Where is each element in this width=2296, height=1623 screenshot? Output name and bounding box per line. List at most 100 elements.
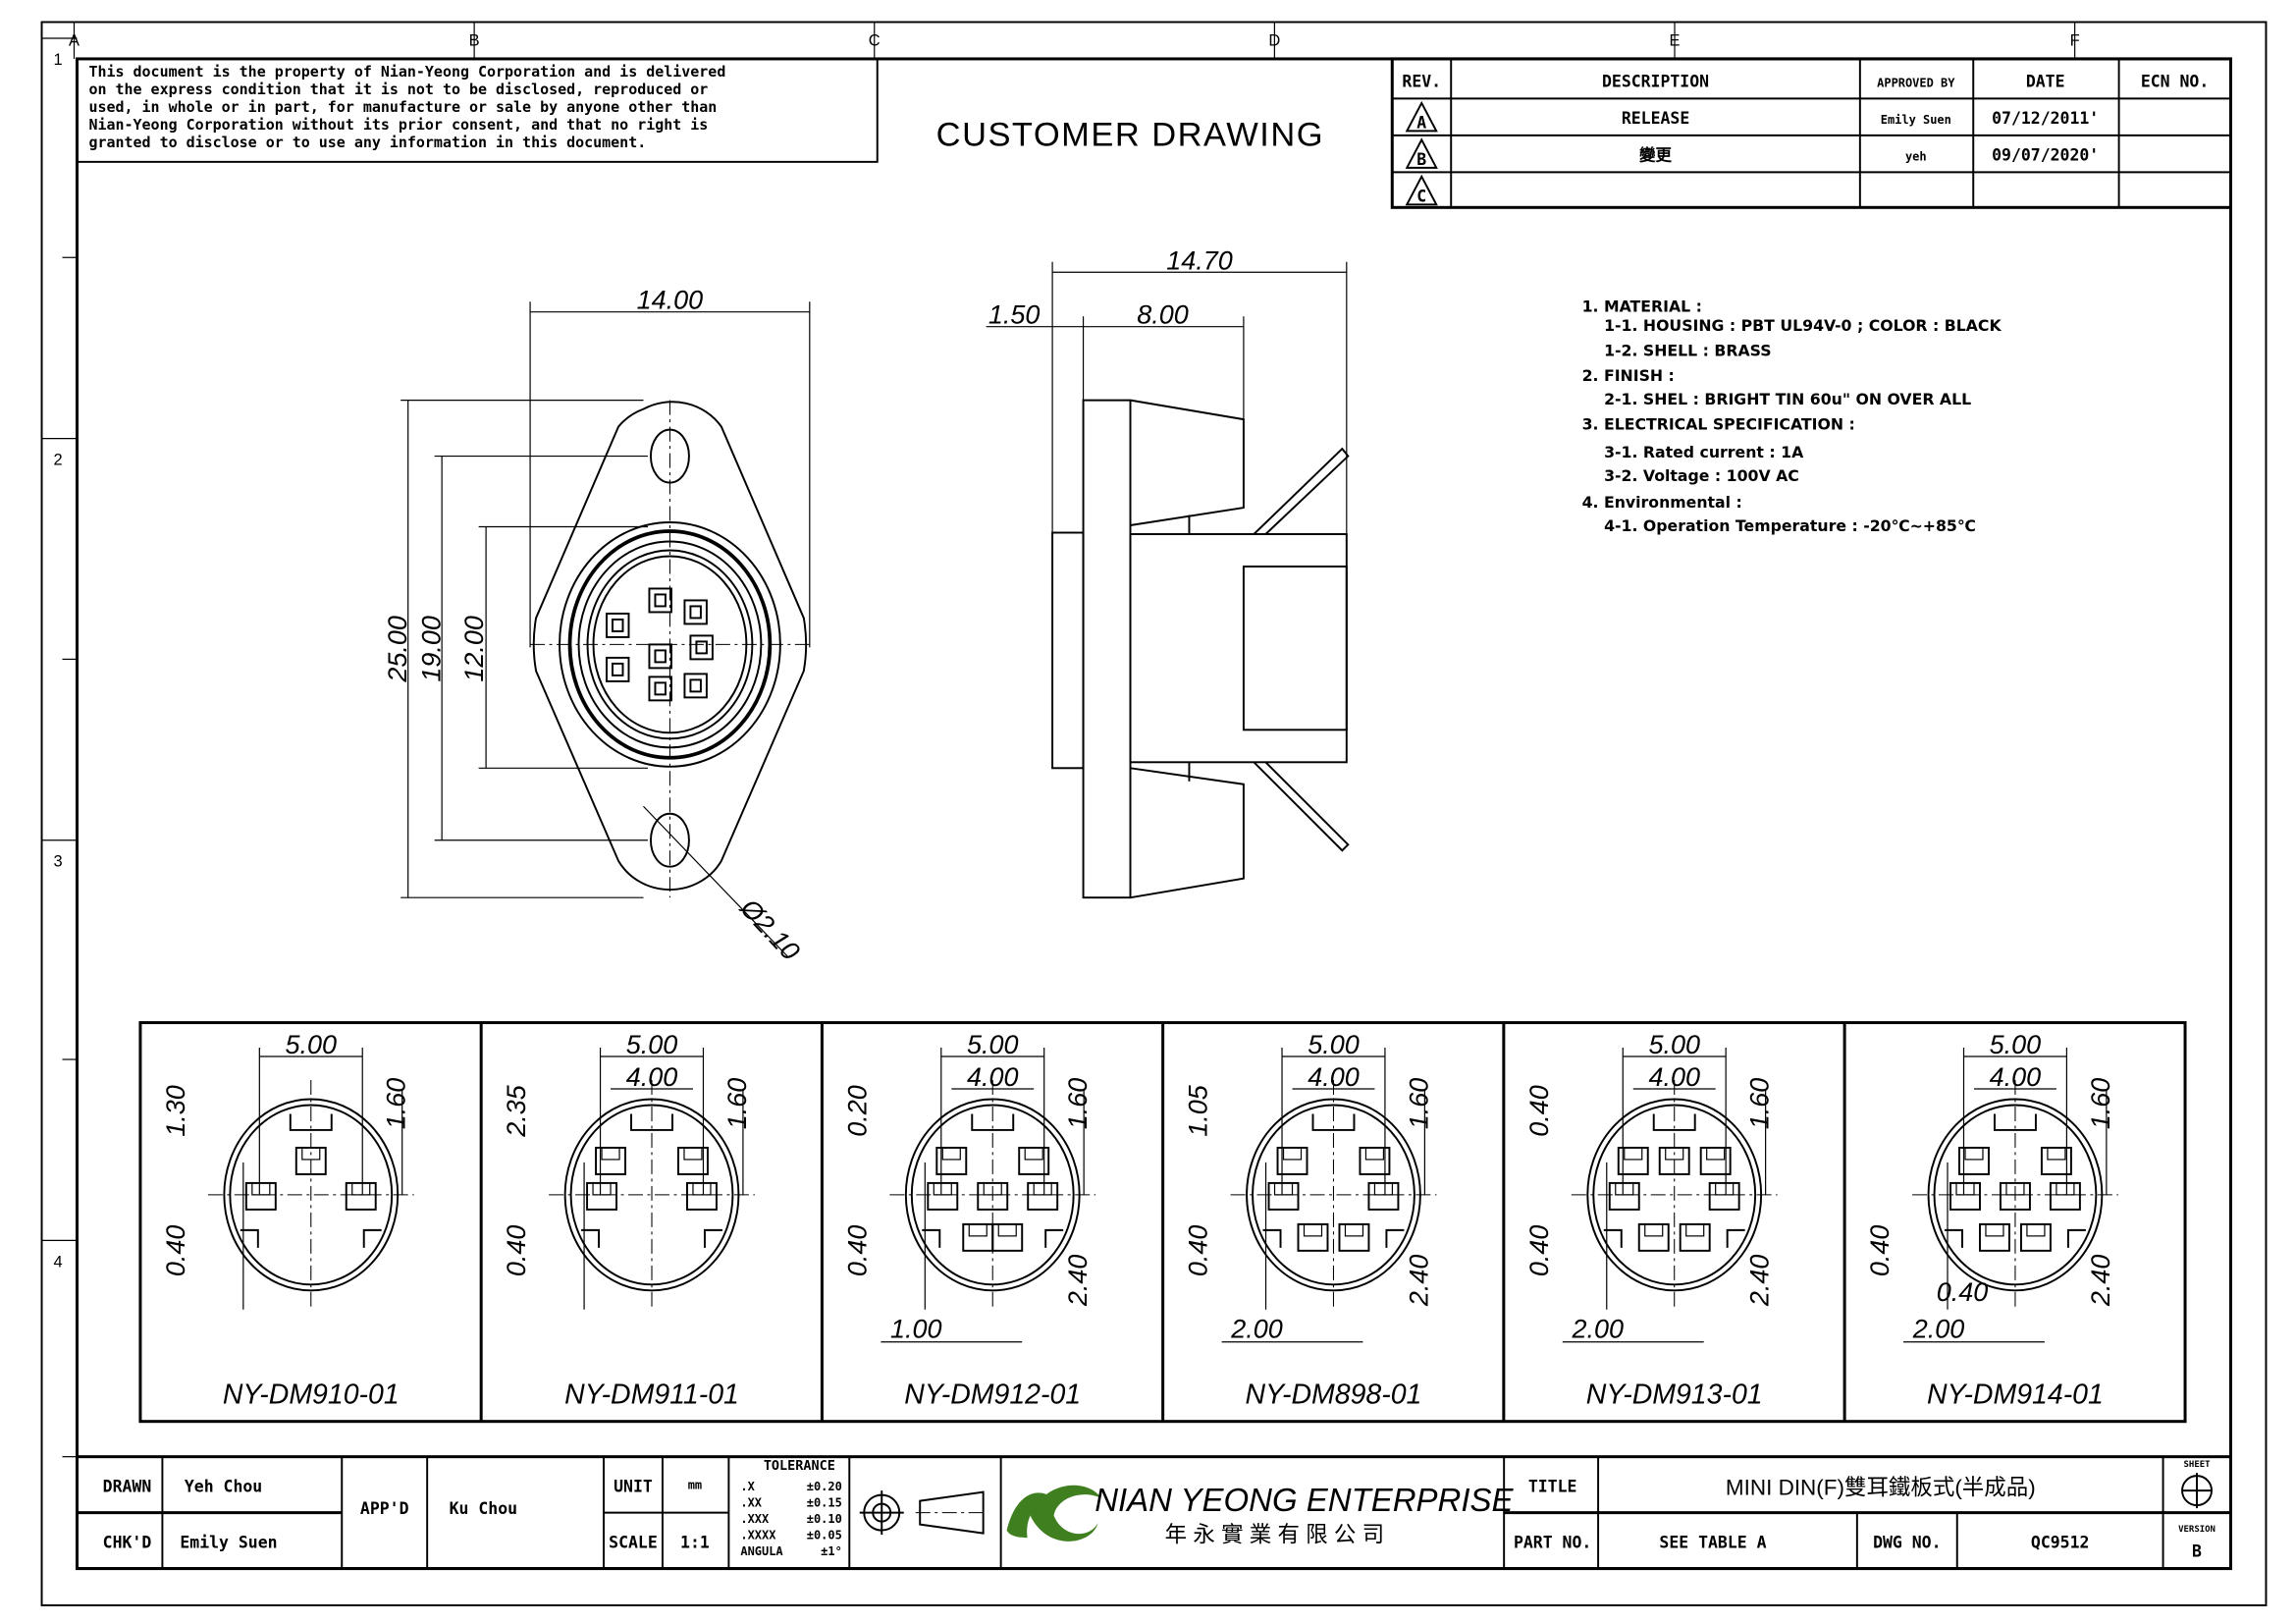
zone-row-label: 4 (54, 1253, 63, 1271)
revision-triangle-icon (1405, 137, 1438, 169)
zone-column-label: D (1268, 31, 1280, 49)
checked-by: Emily Suen (180, 1534, 277, 1552)
side-view: 14.70 8.00 1.50 (986, 245, 1350, 899)
dim-right-low: 2.40 (1745, 1255, 1775, 1308)
note-line: 2. FINISH : (1582, 366, 1675, 385)
description-header: DESCRIPTION (1602, 72, 1709, 90)
pin-contact (1708, 1181, 1740, 1211)
mount-hole-bottom (649, 812, 690, 868)
pin-contact (1637, 1222, 1670, 1252)
unit-label: UNIT (614, 1478, 653, 1496)
dim-left: 0.40 (1524, 1085, 1554, 1137)
zone-column-label: B (469, 31, 480, 49)
dim-top-inner: 4.00 (1648, 1062, 1700, 1092)
version-value: B (2192, 1542, 2202, 1561)
dim-right: 1.60 (2086, 1078, 2115, 1129)
dim-right-low: 2.40 (1063, 1255, 1093, 1308)
zone-row-label: 2 (54, 452, 63, 469)
tolerance-precision: .XXX (740, 1512, 770, 1526)
notes: 1. MATERIAL :1-1. HOUSING : PBT UL94V-0 … (1582, 298, 2002, 535)
pin-contact (1608, 1181, 1640, 1211)
front-view: 14.00 25.00 19.00 12.00 Ø2.10 (383, 286, 811, 966)
dim-left-low: 0.40 (1184, 1225, 1213, 1276)
dim-bottom: 2.00 (1912, 1314, 1964, 1343)
zone-column-label: E (1670, 31, 1681, 49)
pin-contact (686, 1181, 718, 1211)
note-line: 1. MATERIAL : (1582, 298, 1702, 316)
dim-top: 5.00 (1990, 1030, 2042, 1059)
pin-contact (345, 1181, 377, 1211)
pin-contact (1367, 1181, 1400, 1211)
unit-value: mm (688, 1479, 702, 1492)
dwg-no-label: DWG NO. (1873, 1534, 1941, 1552)
dim-left-low: 0.40 (1865, 1225, 1895, 1276)
dim-depth: 14.70 (1166, 245, 1233, 275)
revision-date: 09/07/2020' (1992, 145, 2099, 164)
notice-box (76, 57, 879, 163)
dim-hole-pitch: 19.00 (417, 616, 447, 682)
tolerance-list: .X±0.20.XX±0.15.XXX±0.10.XXXX±0.05ANGULA… (740, 1480, 841, 1558)
projection-symbol-icon (859, 1490, 988, 1536)
dim-top: 5.00 (626, 1030, 678, 1059)
title-block: DRAWN Yeh Chou CHK'D Emily Suen APP'D Ku… (75, 1455, 2232, 1571)
dim-top: 5.00 (1308, 1030, 1360, 1059)
dim-right: 1.60 (1745, 1078, 1775, 1129)
company-name-chinese: 年 永 實 業 有 限 公 司 (1165, 1523, 1384, 1547)
variant-part-number: NY-DM910-01 (223, 1380, 400, 1411)
dwg-no: QC9512 (2031, 1534, 2089, 1552)
revision-description: RELEASE (1622, 109, 1689, 128)
variant-part-number: NY-DM913-01 (1586, 1380, 1763, 1411)
tolerance-precision: .X (740, 1480, 755, 1493)
tolerance-value: ±0.15 (807, 1496, 842, 1510)
dim-left: 1.05 (1184, 1084, 1213, 1136)
dim-top-inner: 4.00 (967, 1062, 1019, 1092)
pin-contact (1679, 1222, 1711, 1252)
side-dimensions (986, 261, 1348, 535)
tolerance-title: TOLERANCE (764, 1458, 835, 1474)
front-dimensions (400, 301, 811, 957)
dim-top-inner: 4.00 (1990, 1062, 2042, 1092)
variant-part-number: NY-DM912-01 (904, 1380, 1081, 1411)
zone-column-label: F (2070, 31, 2080, 49)
revision-triangle-icon (1405, 174, 1438, 206)
pin-contact (1979, 1222, 2010, 1252)
dim-right: 1.60 (382, 1078, 411, 1129)
dim-left-low: 0.40 (161, 1225, 190, 1276)
dim-flange: 1.50 (988, 300, 1041, 330)
note-line: 2-1. SHEL : BRIGHT TIN 60u" ON OVER ALL (1604, 390, 1971, 408)
scale-label: SCALE (609, 1534, 658, 1552)
scale-value: 1:1 (680, 1534, 710, 1552)
dim-left-low: 0.40 (502, 1225, 531, 1276)
variant-table: 5.001.300.401.60NY-DM910-015.004.002.350… (138, 1021, 2187, 1424)
dim-bottom-inner: 0.40 (1937, 1277, 1989, 1307)
revision-letter: B (1416, 150, 1426, 169)
outer-border (40, 21, 2268, 1606)
rev-header: REV. (1402, 72, 1441, 90)
dim-hole-diameter: Ø2.10 (734, 893, 806, 966)
drawing-type: CUSTOMER DRAWING (936, 116, 1324, 153)
pin-contact (2049, 1181, 2081, 1211)
dim-top-inner: 4.00 (1308, 1062, 1360, 1092)
notice-line: used, in whole or in part, for manufactu… (88, 98, 717, 116)
pin-contact (1338, 1222, 1370, 1252)
pin-contacts (606, 587, 714, 702)
zone-column-label: A (69, 31, 80, 49)
revision-approver: Emily Suen (1881, 113, 1951, 127)
notice-line: Nian-Yeong Corporation without its prior… (88, 116, 708, 134)
dim-body: 12.00 (459, 616, 489, 682)
revision-letter: C (1416, 187, 1426, 205)
revision-triangle-icon (1405, 100, 1438, 133)
drawn-label: DRAWN (103, 1478, 152, 1496)
version-label: VERSION (2178, 1525, 2216, 1535)
pin-contact (927, 1181, 959, 1211)
dim-left: 2.35 (502, 1084, 531, 1137)
zone-row-label: 1 (54, 51, 63, 69)
dim-left-low: 0.40 (842, 1225, 872, 1276)
